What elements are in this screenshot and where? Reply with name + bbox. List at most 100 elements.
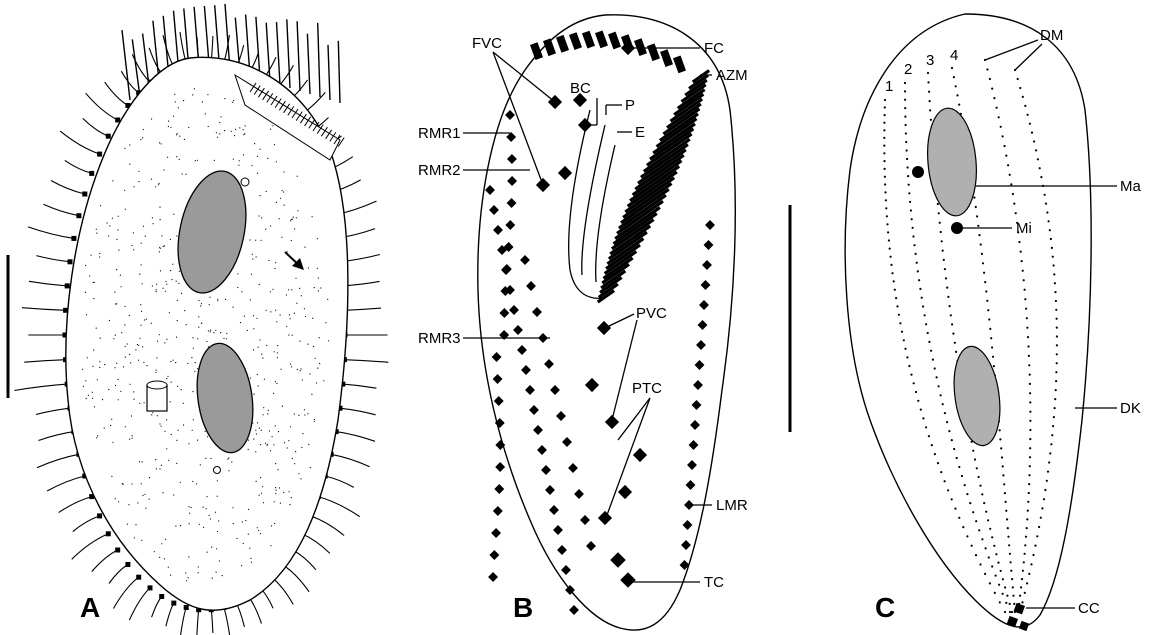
stipple-dot [263, 407, 264, 408]
dorsal-bristle [884, 99, 886, 101]
stipple-dot [123, 484, 124, 485]
dorsal-bristle [1025, 536, 1027, 538]
stipple-dot [193, 419, 194, 420]
stipple-dot [266, 191, 267, 192]
stipple-dot [274, 268, 275, 269]
stipple-dot [164, 245, 165, 246]
stipple-dot [159, 468, 160, 469]
stipple-dot [166, 419, 167, 420]
dorsal-bristle [906, 158, 908, 160]
stipple-dot [166, 339, 167, 340]
dorsal-bristle [1045, 203, 1047, 205]
dorsal-bristle [1055, 309, 1057, 311]
stipple-dot [320, 287, 321, 288]
dorsal-bristle [1007, 527, 1009, 529]
cirrus [325, 476, 354, 487]
stipple-dot [276, 202, 277, 203]
dorsal-bristle [1044, 194, 1046, 196]
stipple-dot [314, 419, 315, 420]
cirrus [282, 565, 309, 592]
stipple-dot [152, 412, 153, 413]
right-marginal-cirrus [569, 605, 579, 615]
stipple-dot [115, 385, 116, 386]
stipple-dot [259, 428, 260, 429]
stipple-dot [142, 137, 143, 138]
stipple-dot [238, 165, 239, 166]
dorsal-bristle [1026, 317, 1028, 319]
dorsal-bristle [929, 100, 931, 102]
stipple-dot [287, 447, 288, 448]
kinety-3-label: 3 [926, 52, 934, 69]
stipple-dot [168, 460, 169, 461]
dorsal-bristle [1027, 501, 1029, 503]
stipple-dot [286, 294, 287, 295]
stipple-dot [295, 451, 296, 452]
dorsal-bristle [997, 562, 999, 564]
stipple-dot [258, 530, 259, 531]
stipple-dot [201, 323, 202, 324]
dorsal-bristle [962, 526, 964, 528]
stipple-dot [159, 142, 160, 143]
stipple-dot [267, 158, 268, 159]
right-marginal-cirrus [488, 572, 498, 582]
stipple-dot [197, 368, 198, 369]
stipple-dot [271, 525, 272, 526]
stipple-dot [242, 521, 243, 522]
stipple-dot [149, 477, 150, 478]
stipple-dot [261, 354, 262, 355]
dorsal-bristle [1017, 78, 1019, 80]
stipple-dot [144, 402, 145, 403]
stipple-dot [161, 543, 162, 544]
dorsal-bristle [904, 99, 906, 101]
micronucleus-posterior [214, 467, 221, 474]
cirrus-base [148, 585, 153, 590]
dorsal-bristle [1024, 592, 1026, 594]
stipple-dot [176, 463, 177, 464]
dorsal-bristle [1054, 282, 1056, 284]
dorsal-bristle [905, 141, 907, 143]
dorsal-bristle [938, 385, 940, 387]
stipple-dot [133, 249, 134, 250]
dorsal-bristle [913, 382, 915, 384]
stipple-dot [203, 507, 204, 508]
stipple-dot [295, 278, 296, 279]
stipple-dot [146, 319, 147, 320]
stipple-dot [142, 495, 143, 496]
label-rmr3-text: RMR3 [418, 330, 461, 347]
stipple-dot [168, 567, 169, 568]
stipple-dot [99, 256, 100, 257]
cirrus [14, 384, 67, 390]
stipple-dot [233, 307, 234, 308]
kinety-4-label: 4 [950, 47, 958, 64]
stipple-dot [99, 253, 100, 254]
stipple-dot [186, 580, 187, 581]
stipple-dot [284, 205, 285, 206]
dorsal-bristle [928, 341, 930, 343]
stipple-dot [301, 368, 302, 369]
dorsal-bristle [945, 277, 947, 279]
dorsal-bristle [995, 575, 997, 577]
stipple-dot [253, 349, 254, 350]
frontal-cirrus [287, 19, 290, 88]
dorsal-bristle [887, 231, 889, 233]
stipple-dot [156, 370, 157, 371]
dorsal-bristle [910, 374, 912, 376]
stipple-dot [178, 283, 179, 284]
stipple-dot [198, 572, 199, 573]
cirrus [43, 204, 79, 215]
stipple-dot [127, 524, 128, 525]
stipple-dot [286, 326, 287, 327]
stipple-dot [96, 328, 97, 329]
stipple-dot [290, 318, 291, 319]
dorsal-bristle [955, 351, 957, 353]
stipple-dot [116, 363, 117, 364]
dorsal-bristle [993, 97, 995, 99]
dorsal-bristle [889, 248, 891, 250]
stipple-dot [248, 534, 249, 535]
stipple-dot [221, 116, 222, 117]
stipple-dot [85, 292, 86, 293]
stipple-dot [291, 240, 292, 241]
stipple-dot [310, 467, 311, 468]
stipple-dot [159, 247, 160, 248]
stipple-dot [158, 183, 159, 184]
